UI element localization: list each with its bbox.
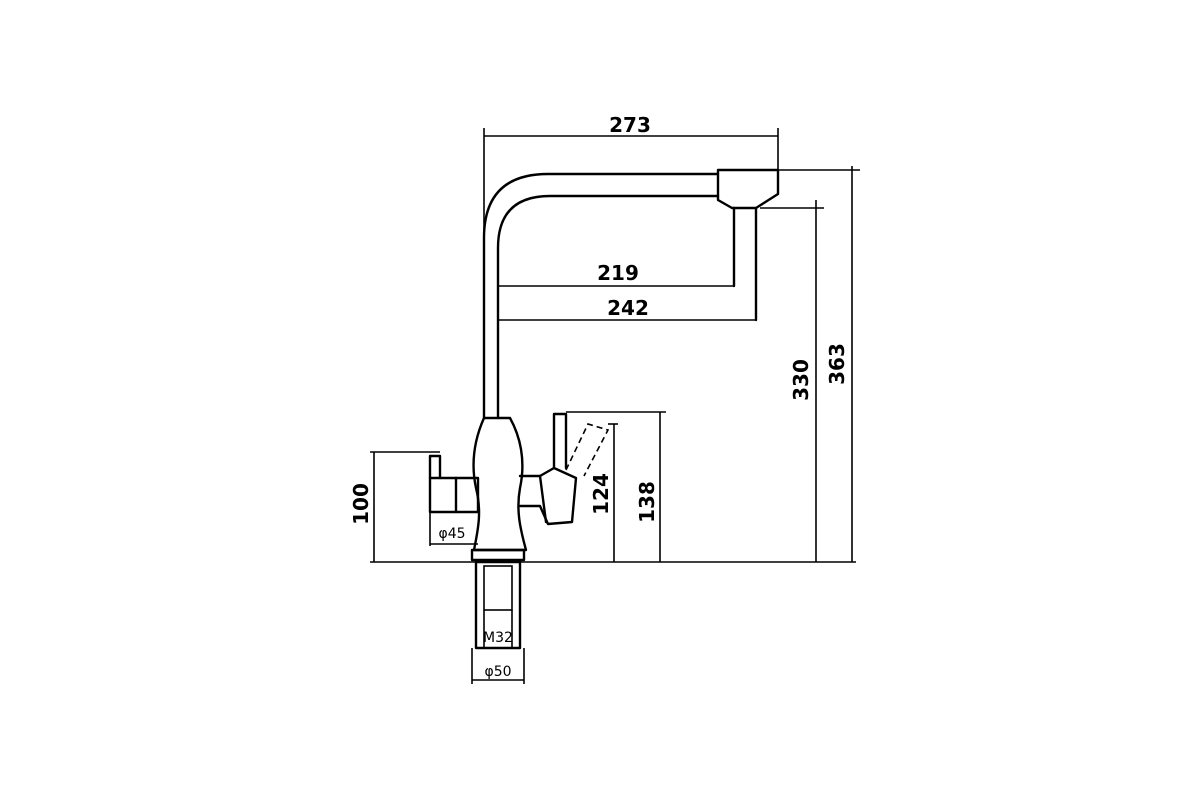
dim-330-label: 330 [789,359,813,401]
dimension-lines [370,128,860,684]
dim-phi50-label: φ50 [484,664,511,680]
dim-363-label: 363 [825,343,849,385]
dim-100-label: 100 [349,483,373,525]
dim-138-label: 138 [635,481,659,523]
dim-124-label: 124 [589,473,613,515]
dim-m32-label: M32 [483,630,513,646]
dim-242-label: 242 [607,296,649,320]
dim-219-label: 219 [597,261,639,285]
dim-phi45-label: φ45 [438,526,465,542]
dim-273-label: 273 [609,113,651,137]
faucet-outline [428,168,780,650]
